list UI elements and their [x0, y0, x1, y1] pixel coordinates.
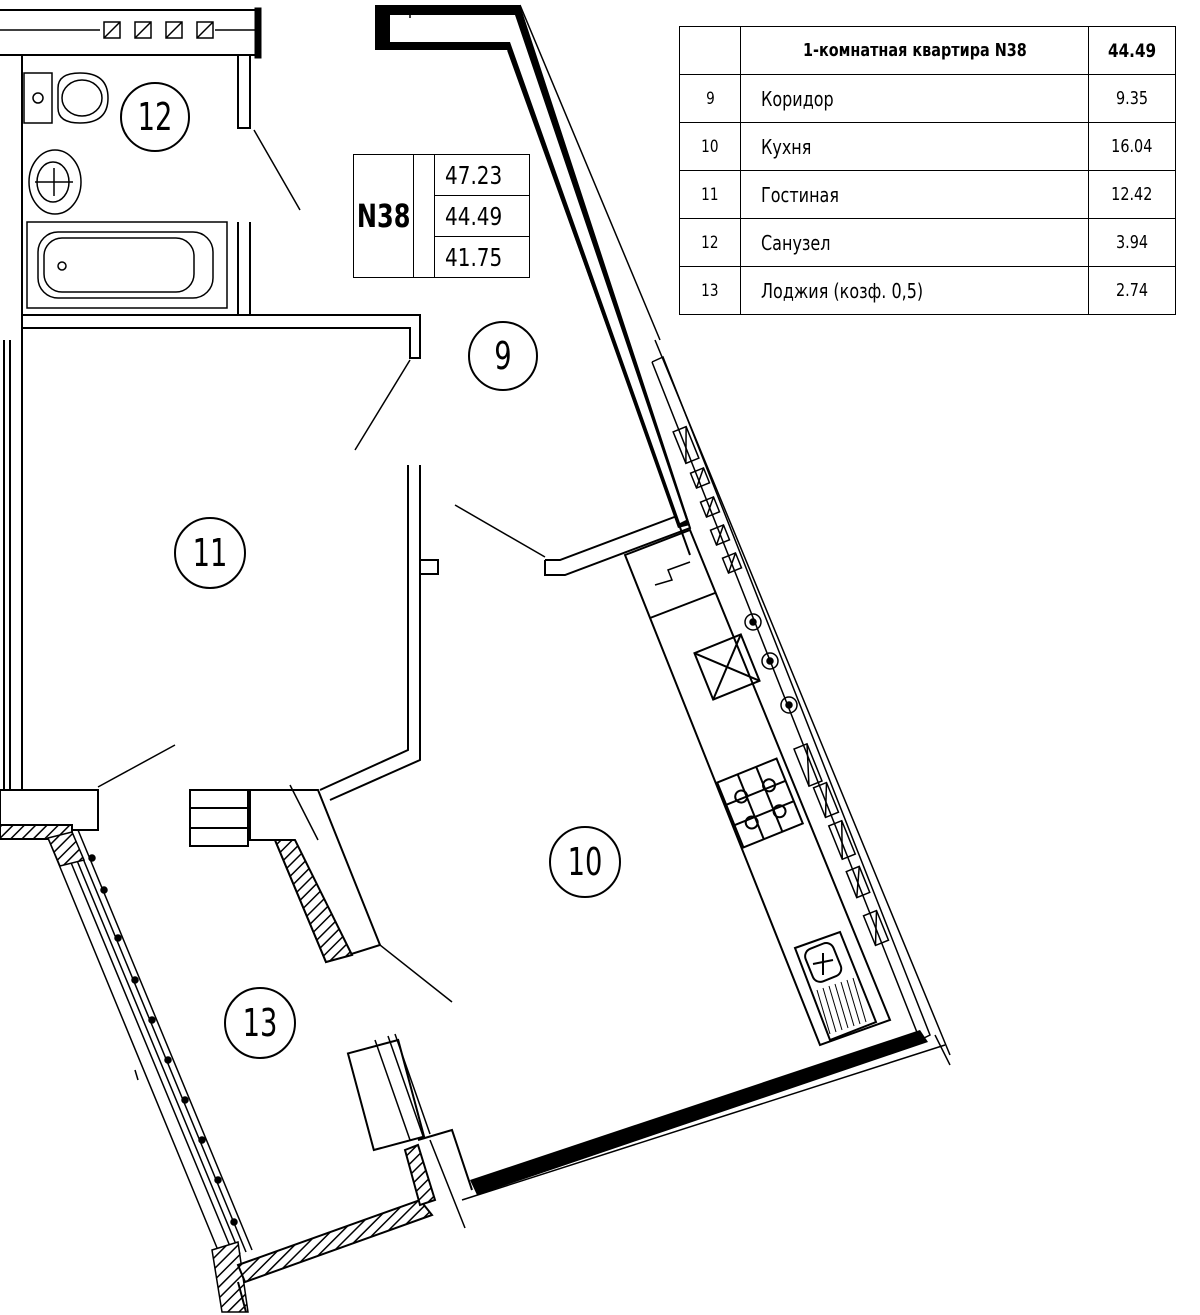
bathroom-fixtures	[23, 72, 228, 309]
table-total-area: 44.49	[1087, 26, 1177, 75]
room-number-12: 12	[138, 94, 173, 139]
apartment-number: N38	[354, 155, 414, 277]
sink-icon	[793, 930, 878, 1042]
left-wall	[3, 55, 23, 790]
vent-blocks-icon	[103, 21, 214, 39]
apartment-tag: N38 47.23 44.49 41.75	[353, 154, 530, 278]
bathtub-icon	[26, 221, 228, 309]
room-marker-9: 9	[468, 321, 538, 391]
table-header-row: 1-комнатная квартира N38 44.49	[678, 26, 1177, 75]
interior-walls	[97, 359, 692, 1003]
area-reduced: 44.49	[435, 196, 530, 237]
room-number-9: 9	[494, 333, 511, 378]
table-row: 13 Лоджия (козф. 0,5) 2.74	[678, 266, 1177, 315]
stove-icon	[715, 757, 805, 849]
window-units	[672, 425, 890, 947]
table-row: 11 Гостиная 12.42	[678, 170, 1177, 219]
loggia-walls	[0, 784, 382, 964]
hood-icon	[693, 633, 761, 701]
table-row: 12 Санузел 3.94	[678, 218, 1177, 267]
room-marker-10: 10	[549, 826, 621, 898]
washbasin-icon	[28, 149, 82, 215]
area-total: 47.23	[435, 155, 530, 196]
bathroom-walls	[22, 55, 421, 359]
room-marker-12: 12	[120, 82, 190, 152]
room-number-10: 10	[568, 839, 603, 884]
radiator-icon	[744, 613, 798, 714]
apartment-areas: 47.23 44.49 41.75	[434, 155, 530, 277]
bottom-walls	[236, 1033, 473, 1313]
kitchen-fixtures	[623, 528, 892, 1047]
toilet-icon	[23, 72, 109, 124]
table-row: 10 Кухня 16.04	[678, 122, 1177, 171]
room-number-13: 13	[243, 1000, 278, 1045]
loggia-window	[46, 829, 253, 1313]
area-living: 41.75	[445, 242, 503, 272]
room-number-11: 11	[193, 530, 228, 575]
area-table: 1-комнатная квартира N38 44.49 9 Коридор…	[678, 26, 1177, 315]
exterior-wall	[375, 4, 951, 1201]
room-marker-11: 11	[174, 517, 246, 589]
table-row: 9 Коридор 9.35	[678, 74, 1177, 123]
top-wall	[0, 7, 262, 59]
table-title: 1-комнатная квартира N38	[740, 26, 1089, 75]
room-marker-13: 13	[224, 987, 296, 1059]
